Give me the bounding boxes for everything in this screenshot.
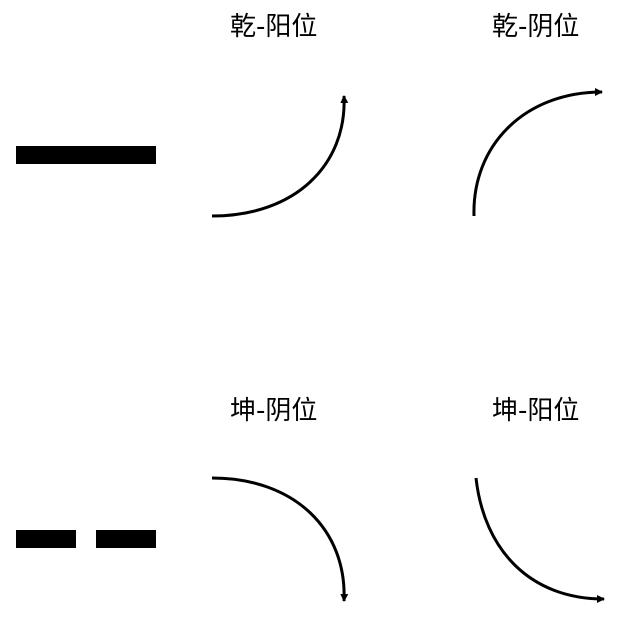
yang-line-symbol <box>16 146 156 164</box>
label-kun-yang: 坤-阳位 <box>492 396 580 426</box>
arc-arrow-kun-yang <box>474 477 605 603</box>
arc-arrow-qian-yin <box>472 88 603 217</box>
yin-line-right-segment <box>96 530 156 548</box>
arc-arrow-kun-yin <box>211 476 349 602</box>
label-kun-yin: 坤-阴位 <box>230 396 318 426</box>
arc-arrow-qian-yang <box>211 95 349 218</box>
label-qian-yin: 乾-阴位 <box>492 12 580 42</box>
yin-line-left-segment <box>16 530 76 548</box>
label-qian-yang: 乾-阳位 <box>230 12 318 42</box>
